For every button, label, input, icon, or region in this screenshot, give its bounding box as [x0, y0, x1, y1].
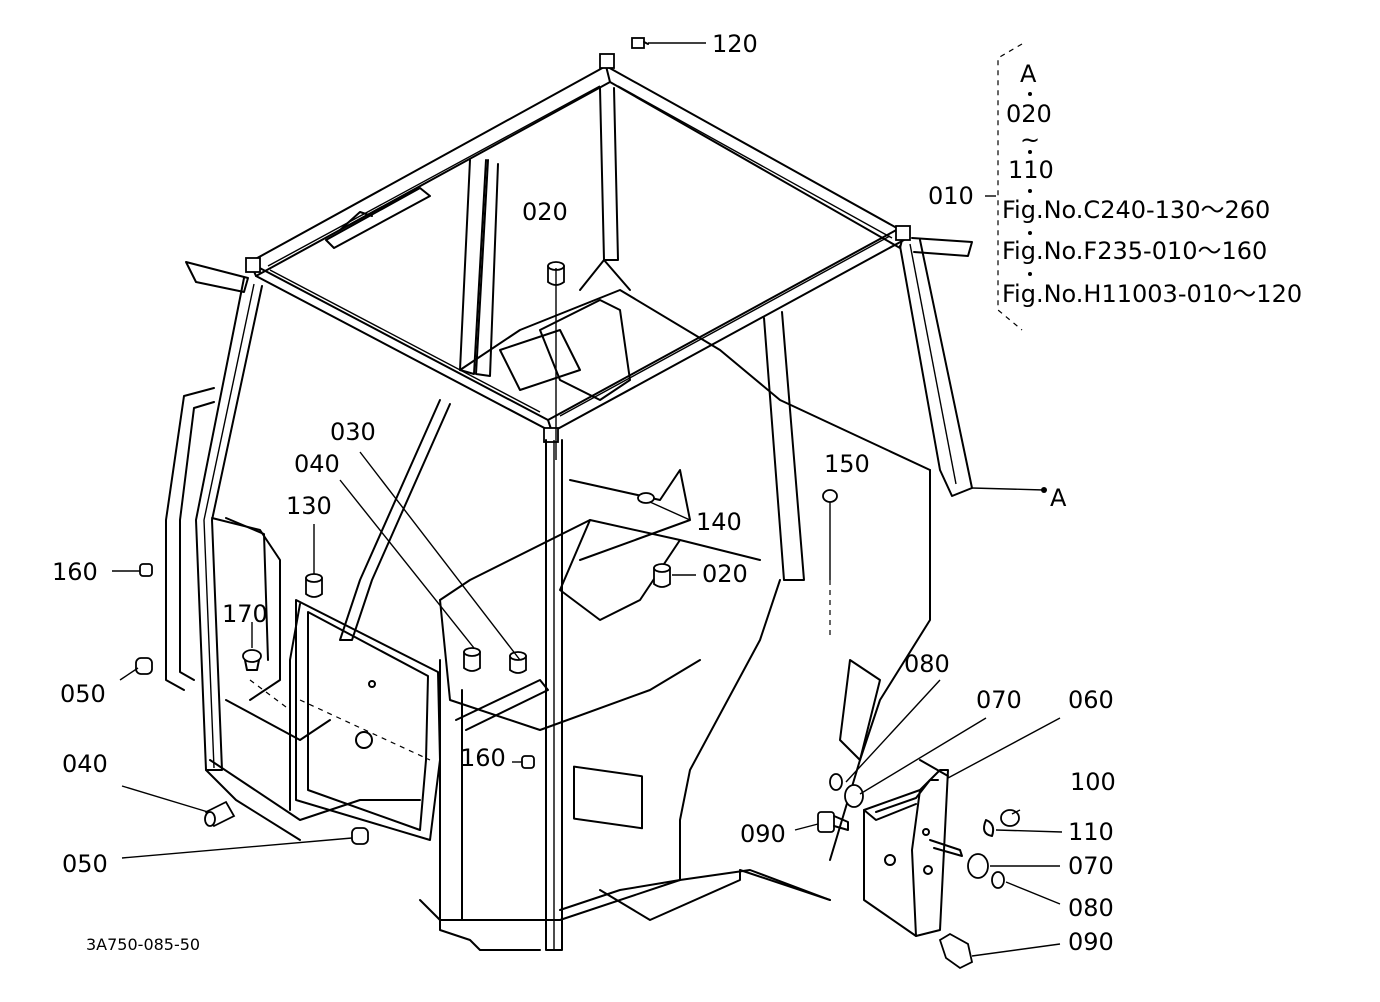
plug-170-icon	[242, 649, 262, 671]
ref-from: 020	[1006, 100, 1052, 128]
callout-160-mid: 160	[460, 744, 506, 772]
rubber-050-icon	[135, 657, 153, 675]
callout-110: 110	[1068, 818, 1114, 846]
reference-bracket	[997, 43, 1032, 331]
leader-lines	[112, 42, 1063, 957]
ref-fig3: Fig.No.H11003-010～120	[1002, 280, 1302, 308]
callout-150: 150	[824, 450, 870, 478]
callout-080-low: 080	[1068, 894, 1114, 922]
roof-frame	[185, 53, 973, 443]
diagram-code: 3A750-085-50	[86, 935, 200, 954]
tube-040-icon	[463, 647, 481, 672]
rubber-050-icon	[351, 827, 369, 845]
bolt-120-icon	[631, 37, 649, 49]
bush-020-icon	[653, 563, 671, 588]
callout-060: 060	[1068, 686, 1114, 714]
washer-080-icon	[829, 773, 843, 791]
bolt-090-icon	[938, 932, 974, 970]
bracket-assembly	[599, 759, 1020, 970]
reference-dot-icon	[1041, 487, 1047, 493]
corner-bracket-icon	[245, 257, 261, 273]
callout-130: 130	[286, 492, 332, 520]
callout-040-low: 040	[62, 750, 108, 778]
tube-040-icon	[204, 800, 236, 828]
nut-070-icon	[967, 853, 989, 879]
callout-090-low: 090	[1068, 928, 1114, 956]
ref-tilde: ~	[1020, 126, 1040, 154]
callout-160-left: 160	[52, 558, 98, 586]
callout-090-left: 090	[740, 820, 786, 848]
bush-130-icon	[305, 573, 323, 598]
door-panel	[249, 599, 441, 841]
callout-A: A	[1050, 484, 1067, 512]
callout-100: 100	[1070, 768, 1116, 796]
corner-bracket-icon	[895, 225, 911, 241]
ref-head: A	[1020, 60, 1037, 88]
small-parts	[135, 37, 838, 845]
callout-140: 140	[696, 508, 742, 536]
callout-labels: 120 020 020 030 040 040 130 140 150 160 …	[52, 30, 1116, 956]
left-side	[165, 387, 421, 841]
cap-150-icon	[822, 489, 838, 503]
callout-070-top: 070	[976, 686, 1022, 714]
nut-070-icon	[844, 784, 864, 808]
corner-bracket-icon	[599, 53, 615, 69]
callout-080-top: 080	[904, 650, 950, 678]
callout-010: 010	[928, 182, 974, 210]
callout-070-low: 070	[1068, 852, 1114, 880]
callout-030: 030	[330, 418, 376, 446]
callout-040-top: 040	[294, 450, 340, 478]
pillars	[195, 87, 973, 951]
washer-080-icon	[991, 871, 1005, 889]
ref-fig1: Fig.No.C240-130～260	[1002, 196, 1270, 224]
callout-050-top: 050	[60, 680, 106, 708]
callout-020-top: 020	[522, 198, 568, 226]
callout-170: 170	[222, 600, 268, 628]
callout-050-low: 050	[62, 850, 108, 878]
ref-fig2: Fig.No.F235-010～160	[1002, 237, 1267, 265]
callout-120: 120	[712, 30, 758, 58]
ref-to: 110	[1008, 156, 1054, 184]
bolt-160-icon	[139, 563, 153, 577]
callout-020-mid: 020	[702, 560, 748, 588]
bolt-090-icon	[817, 811, 849, 833]
nut-100-icon	[1000, 809, 1020, 827]
reference-text: A 020 ~ 110 Fig.No.C240-130～260 Fig.No.F…	[1002, 60, 1302, 308]
washer-110-icon	[983, 819, 995, 837]
cap-140-icon	[637, 492, 655, 504]
corner-bracket-icon	[543, 427, 559, 443]
bush-030-icon	[509, 651, 527, 674]
bolt-160-icon	[521, 755, 535, 769]
